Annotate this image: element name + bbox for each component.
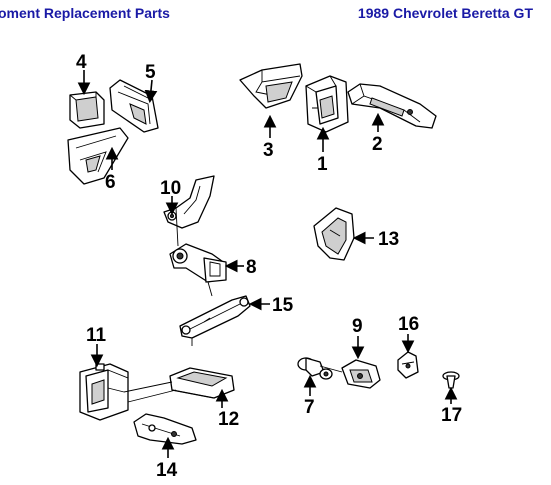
callout-arrows: [77, 70, 458, 458]
part-8-mount[interactable]: [169, 243, 227, 283]
part-11-bracket[interactable]: [79, 363, 129, 421]
callout-10: 10: [160, 178, 181, 199]
part-4-bracket[interactable]: [69, 91, 105, 129]
callout-3: 3: [263, 140, 274, 161]
callout-16: 16: [398, 314, 419, 335]
callout-15: 15: [272, 295, 294, 316]
part-13-plate[interactable]: [313, 207, 355, 261]
header-right-title: 1989 Chevrolet Beretta GT: [357, 5, 533, 21]
callout-11: 11: [86, 325, 107, 346]
callout-2: 2: [372, 134, 383, 155]
callout-5: 5: [145, 62, 156, 83]
callout-17: 17: [441, 405, 462, 426]
part-16-bracket[interactable]: [397, 351, 419, 379]
part-14-bracket[interactable]: [133, 413, 197, 445]
part-2-rail[interactable]: [347, 83, 437, 129]
callout-14: 14: [156, 460, 178, 481]
callout-4: 4: [76, 52, 87, 73]
part-9-mount[interactable]: [341, 359, 381, 389]
header-left-title: oment Replacement Parts: [0, 5, 170, 21]
callout-6: 6: [105, 172, 116, 193]
callout-13: 13: [378, 229, 399, 250]
part-1-mount[interactable]: [305, 75, 349, 133]
part-3-bracket[interactable]: [239, 63, 303, 109]
part-17-clip[interactable]: [442, 371, 460, 389]
part-6-bracket[interactable]: [67, 127, 129, 185]
part-7-bushing[interactable]: [297, 357, 333, 380]
part-15-strut[interactable]: [179, 295, 251, 339]
callout-8: 8: [246, 257, 257, 278]
part-12-bracket[interactable]: [169, 367, 235, 399]
callout-12: 12: [218, 409, 239, 430]
callout-1: 1: [317, 154, 328, 175]
callout-7: 7: [304, 397, 315, 418]
callout-9: 9: [352, 316, 363, 337]
